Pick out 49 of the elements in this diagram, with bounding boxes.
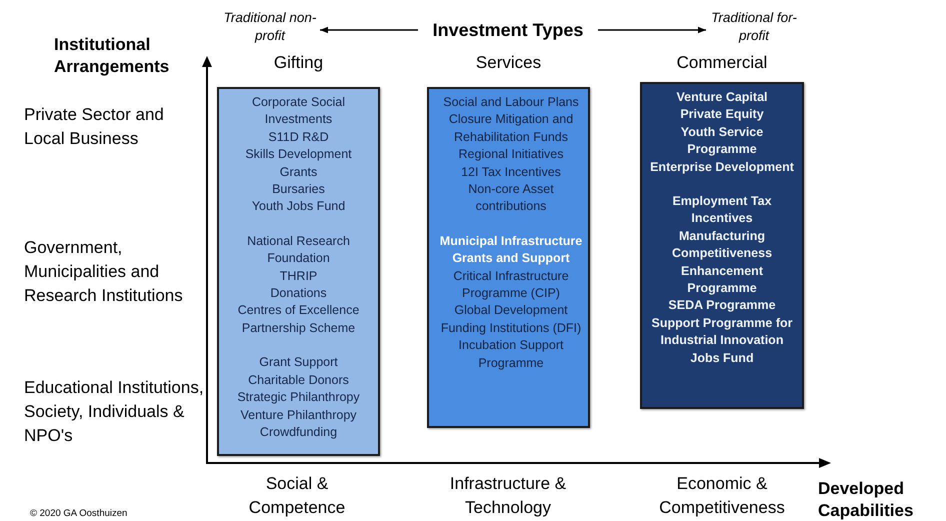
- funding-item: Incubation Support Programme: [458, 337, 564, 372]
- funding-item: Donations: [269, 285, 328, 302]
- funding-item: Strategic Philanthropy: [236, 389, 361, 406]
- funding-item: Corporate Social Investments: [250, 94, 346, 128]
- column-heading: Gifting: [272, 52, 324, 74]
- funding-item: Manufacturing Competitiveness Enhancement Programme: [670, 228, 774, 298]
- funding-item: Municipal Infrastructure Grants and Support: [438, 232, 584, 268]
- funding-item: Youth Jobs Fund: [250, 198, 346, 216]
- funding-item: Crowdfunding: [258, 424, 338, 441]
- axis-title: Institutional Arrangements: [54, 34, 170, 78]
- funding-item: Venture Philanthropy: [239, 406, 358, 424]
- arrow: [320, 26, 418, 34]
- row-label: Educational Institutions, Society, Individuals & NPO's: [24, 377, 204, 447]
- funding-item: THRIP: [278, 268, 318, 285]
- funding-item: SEDA Programme: [667, 297, 777, 314]
- column-label: Infrastructure & Technology: [448, 473, 568, 519]
- funding-item: Employment Tax Incentives: [671, 193, 773, 228]
- row-label: Government, Municipalities and Research Institutions: [24, 237, 184, 307]
- funding-item: Centres of Excellence: [236, 302, 360, 320]
- funding-item: Regional Initiatives: [458, 146, 564, 164]
- funding-item: Non-core Asset contributions: [467, 181, 555, 216]
- column-heading: Commercial: [676, 52, 768, 74]
- funding-item: Skills Development Grants: [244, 146, 353, 181]
- funding-item: Closure Mitigation and Rehabilitation Funds: [448, 111, 574, 146]
- funding-item: Charitable Donors: [247, 372, 350, 389]
- axis-end-label: Traditional for-profit: [708, 9, 800, 45]
- funding-item: S11D R&D: [267, 128, 330, 146]
- column-label: Social & Competence: [248, 473, 346, 519]
- axis-title: Developed Capabilities: [818, 478, 914, 521]
- column-label: Economic & Competitiveness: [658, 473, 786, 519]
- funding-item: Critical Infrastructure Programme (CIP): [452, 268, 570, 302]
- axis-end-label: Traditional non-profit: [222, 9, 318, 45]
- funding-item: Youth Service Programme: [680, 124, 764, 158]
- copyright-note: © 2020 GA Oosthuizen: [30, 508, 128, 520]
- funding-item: 12I Tax Incentives: [460, 164, 562, 181]
- row-label: Private Sector and Local Business: [24, 104, 165, 150]
- funding-item: Enterprise Development: [650, 158, 794, 176]
- column-heading: Services: [474, 52, 542, 74]
- funding-item: Bursaries: [271, 181, 326, 198]
- funding-item: National Research Foundation: [246, 232, 351, 268]
- funding-item: Private Equity: [679, 106, 765, 124]
- arrow: [598, 26, 706, 34]
- funding-item: Social and Labour Plans: [442, 94, 580, 111]
- funding-item: Partnership Scheme: [240, 320, 356, 337]
- funding-item: Global Development Funding Institutions (DFI): [440, 302, 582, 337]
- funding-item: Support Programme for Industrial Innovation: [650, 314, 794, 350]
- funding-item: Venture Capital: [676, 89, 768, 106]
- funding-item: Grant Support: [258, 354, 339, 372]
- funding-item: Jobs Fund: [689, 350, 755, 367]
